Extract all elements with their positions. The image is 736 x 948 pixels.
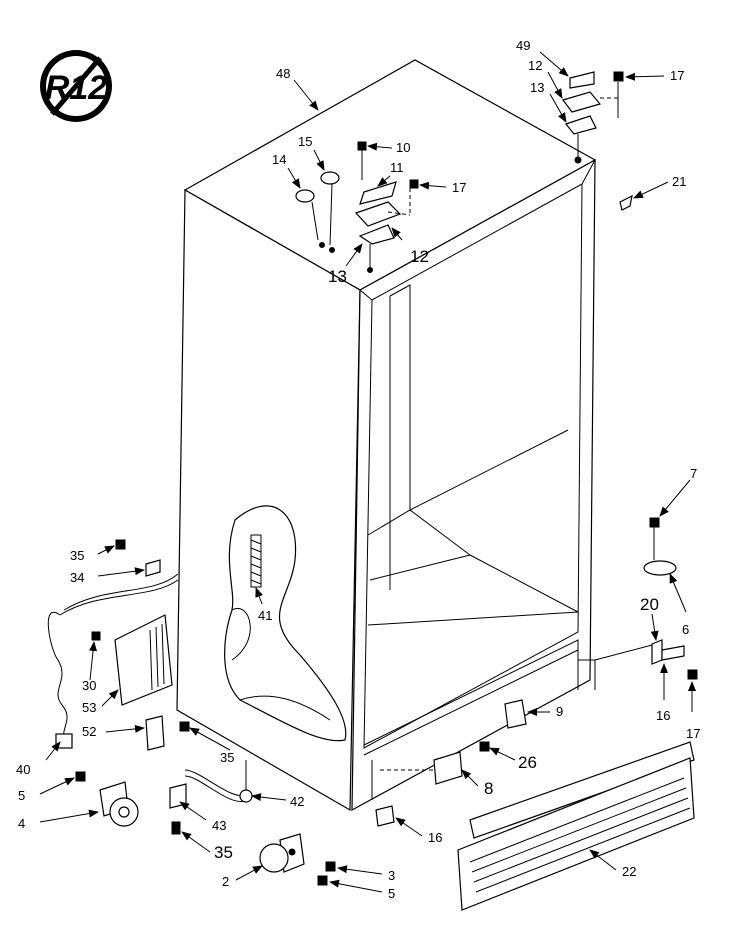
callout-6: 6: [682, 622, 689, 637]
callout-12: 12: [528, 58, 542, 73]
callout-21: 21: [672, 174, 686, 189]
callout-49: 49: [516, 38, 530, 53]
callout-35: 35: [220, 750, 234, 765]
callout-17: 17: [686, 726, 700, 741]
callout-13: 13: [328, 267, 347, 286]
callout-4: 4: [18, 816, 25, 831]
callout-16: 16: [428, 830, 442, 845]
lower-hinge-right: [594, 517, 698, 680]
callout-13: 13: [530, 80, 544, 95]
callout-5: 5: [18, 788, 25, 803]
callout-16: 16: [656, 708, 670, 723]
callout-17: 17: [670, 68, 684, 83]
callout-20: 20: [640, 595, 659, 614]
callout-15: 15: [298, 134, 312, 149]
top-hinge-left: [295, 141, 419, 268]
callout-42: 42: [290, 794, 304, 809]
caster: [75, 771, 139, 827]
callout-43: 43: [212, 818, 226, 833]
callout-3: 3: [388, 868, 395, 883]
lower-clip-part: [375, 805, 395, 827]
leader-lines: [39, 51, 696, 893]
callout-17: 17: [452, 180, 466, 195]
callout-7: 7: [690, 466, 697, 481]
r12-badge: R12: [40, 50, 112, 122]
grille: [457, 741, 695, 911]
callout-10: 10: [396, 140, 410, 155]
left-components: [47, 539, 336, 886]
callout-35: 35: [70, 548, 84, 563]
callout-30: 30: [82, 678, 96, 693]
callout-12: 12: [410, 247, 429, 266]
top-hinge-right: [562, 71, 633, 211]
callout-14: 14: [272, 152, 286, 167]
callout-48: 48: [276, 66, 290, 81]
callout-41: 41: [258, 608, 272, 623]
callout-8: 8: [484, 779, 493, 798]
leveler-foot: [259, 833, 336, 886]
cabinet-body: [176, 59, 597, 812]
callout-34: 34: [70, 570, 84, 585]
callout-40: 40: [16, 762, 30, 777]
callout-9: 9: [556, 704, 563, 719]
callout-5: 5: [388, 886, 395, 901]
callout-52: 52: [82, 724, 96, 739]
callout-22: 22: [622, 864, 636, 879]
coil-spring: [250, 534, 262, 588]
clip-part: [504, 699, 527, 729]
callout-53: 53: [82, 700, 96, 715]
callout-26: 26: [518, 753, 537, 772]
callout-labels: 48 49 12 13 17 21 15 14 10 11 17 12 13 7…: [16, 38, 700, 901]
callout-2: 2: [222, 874, 229, 889]
callout-11: 11: [390, 160, 404, 175]
callout-35: 35: [214, 843, 233, 862]
